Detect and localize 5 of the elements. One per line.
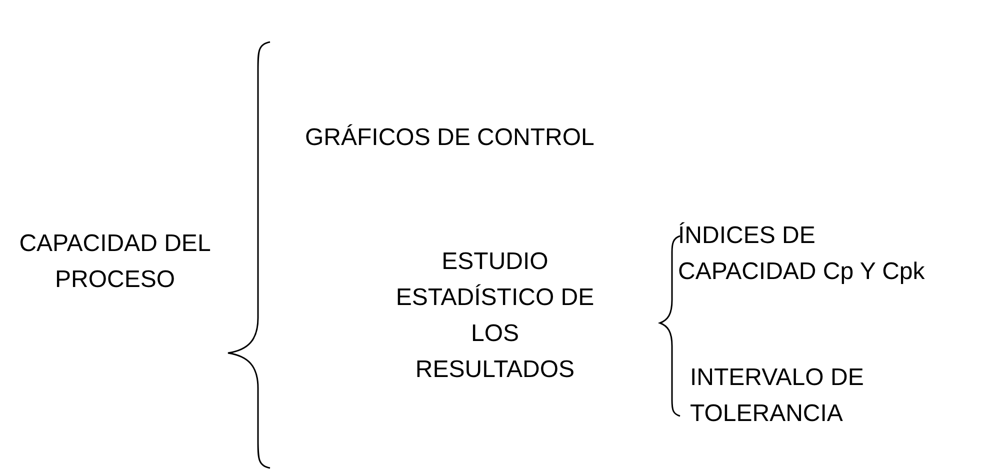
topic-label: GRÁFICOS DE CONTROL [305, 123, 596, 153]
topic-label: INTERVALO DE TOLERANCIA [690, 363, 865, 429]
topic-label: CAPACIDAD DEL PROCESO [18, 229, 212, 295]
topic-label: ESTUDIO ESTADÍSTICO DE LOS RESULTADOS [394, 247, 596, 385]
topic-label: ÍNDICES DE CAPACIDAD Cp Y Cpk [678, 221, 926, 287]
